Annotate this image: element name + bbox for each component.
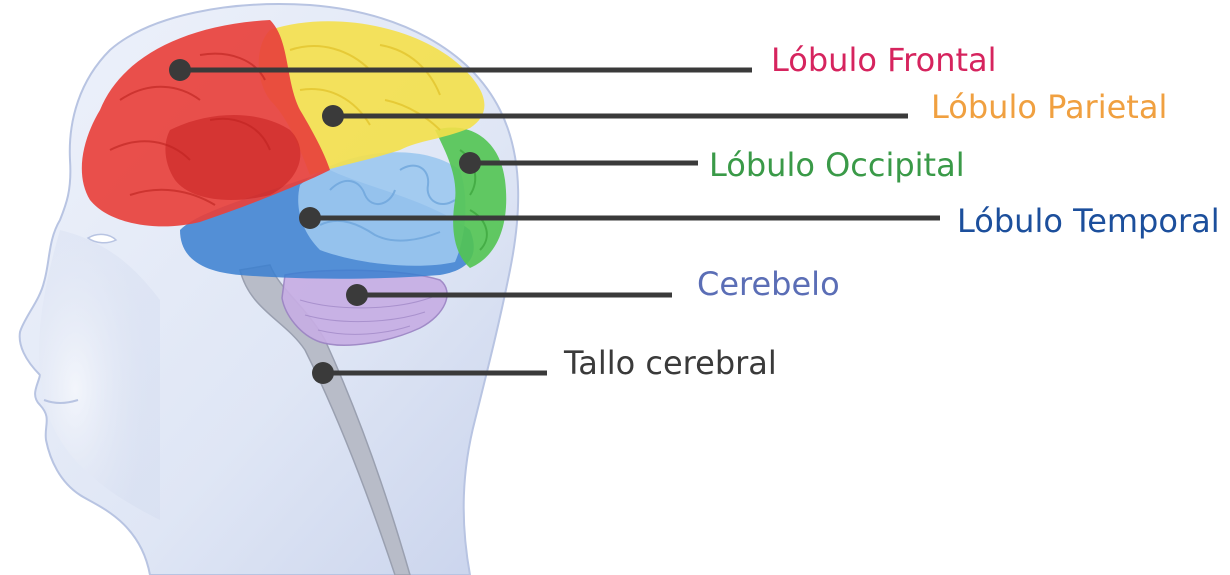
occipital-pointer-dot	[459, 152, 481, 174]
parietal-pointer-dot	[322, 105, 344, 127]
label-parietal-lobe: Lóbulo Parietal	[931, 87, 1167, 127]
label-temporal-lobe: Lóbulo Temporal	[957, 201, 1220, 241]
tallo-pointer-dot	[312, 362, 334, 384]
label-occipital-lobe: Lóbulo Occipital	[709, 145, 965, 185]
label-brain-stem: Tallo cerebral	[564, 343, 777, 383]
label-frontal-lobe: Lóbulo Frontal	[771, 40, 997, 80]
label-cerebellum: Cerebelo	[697, 264, 840, 304]
frontal-pointer-dot	[169, 59, 191, 81]
temporal-pointer-dot	[299, 207, 321, 229]
cerebelo-pointer-dot	[346, 284, 368, 306]
